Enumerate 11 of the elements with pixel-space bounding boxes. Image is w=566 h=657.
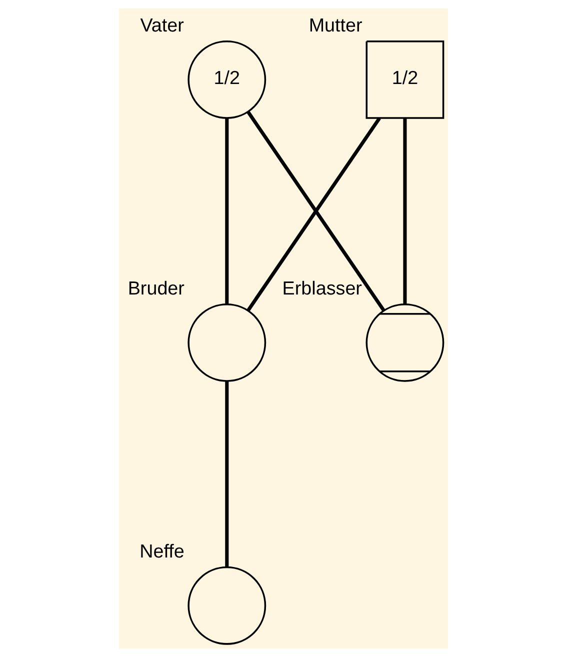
node-label: Vater (140, 14, 184, 36)
connector (224, 381, 228, 568)
node-circle (187, 303, 266, 382)
node-label: Bruder (127, 278, 184, 299)
node-label: Erblasser (282, 278, 362, 299)
connector (224, 118, 228, 304)
node-circle (187, 566, 266, 645)
connector (402, 118, 406, 304)
node-circle (365, 303, 444, 382)
node-circle: 1/2 (187, 40, 266, 119)
node-label: Neffe (139, 540, 184, 562)
